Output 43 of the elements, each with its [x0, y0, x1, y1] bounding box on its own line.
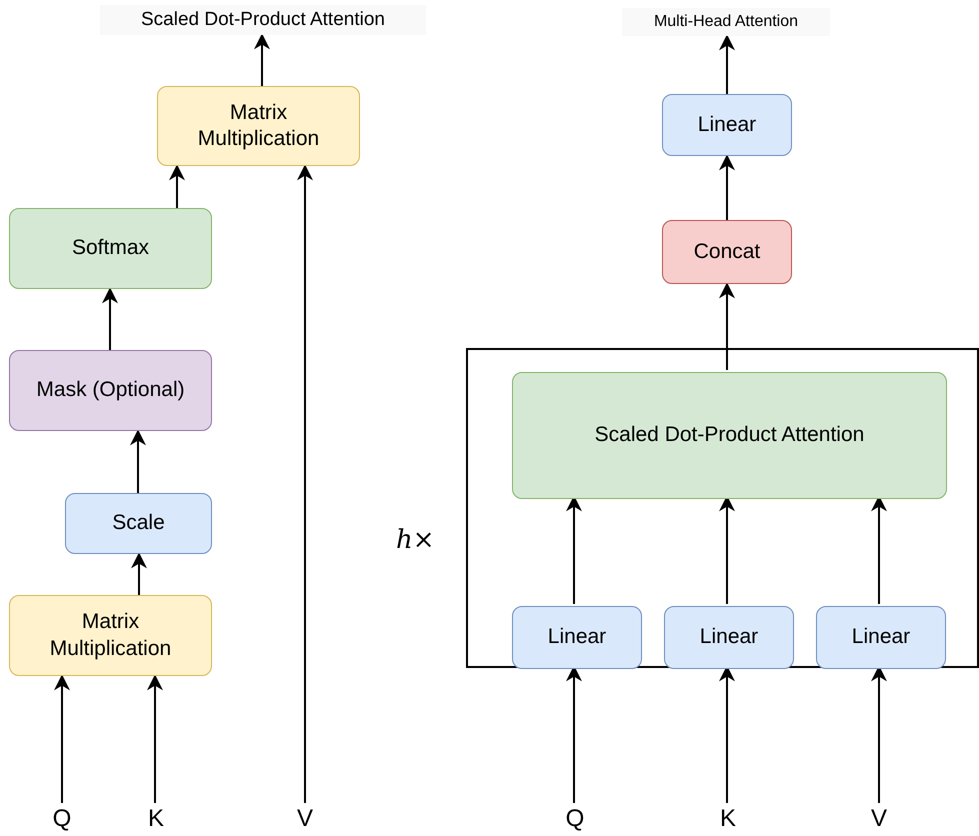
arrow — [131, 552, 147, 595]
box-label: Matrix Multiplication — [48, 609, 172, 662]
input-label: Q — [52, 804, 72, 834]
box-label: Scale — [112, 510, 165, 536]
process-box — [9, 208, 212, 289]
input-label: V — [296, 804, 313, 834]
process-box — [9, 595, 212, 676]
arrow — [147, 674, 163, 803]
title-label: Scaled Dot-Product Attention — [100, 5, 426, 35]
arrow — [130, 429, 146, 493]
arrow — [297, 164, 313, 803]
arrow — [719, 34, 735, 94]
repeat-label: h× — [396, 525, 435, 555]
process-box — [157, 86, 360, 166]
arrow — [169, 164, 185, 208]
process-box — [512, 606, 642, 669]
process-box — [9, 350, 212, 431]
arrow — [719, 282, 735, 370]
process-box — [662, 220, 792, 284]
input-label: Q — [566, 804, 584, 834]
box-label: Linear — [852, 624, 910, 650]
input-label: K — [720, 804, 736, 834]
process-box — [664, 606, 794, 669]
box-label: Scaled Dot-Product Attention — [594, 422, 864, 448]
arrow — [102, 287, 118, 350]
box-label: Concat — [694, 238, 760, 265]
box-label: Linear — [548, 624, 606, 650]
box-label: Linear — [698, 112, 756, 138]
arrow — [719, 154, 735, 220]
arrow — [254, 33, 270, 86]
arrow — [54, 674, 70, 803]
process-box — [816, 606, 946, 669]
box-label: Mask (Optional) — [36, 377, 185, 404]
title-label: Multi-Head Attention — [622, 8, 830, 36]
box-label: Matrix Multiplication — [196, 100, 320, 152]
box-label: Softmax — [72, 235, 150, 262]
input-label: K — [148, 804, 164, 834]
process-box — [65, 493, 212, 554]
repeat-frame — [466, 348, 979, 668]
input-label: V — [870, 804, 887, 834]
process-box — [512, 372, 947, 499]
box-label: Linear — [700, 624, 758, 650]
process-box — [662, 94, 792, 156]
